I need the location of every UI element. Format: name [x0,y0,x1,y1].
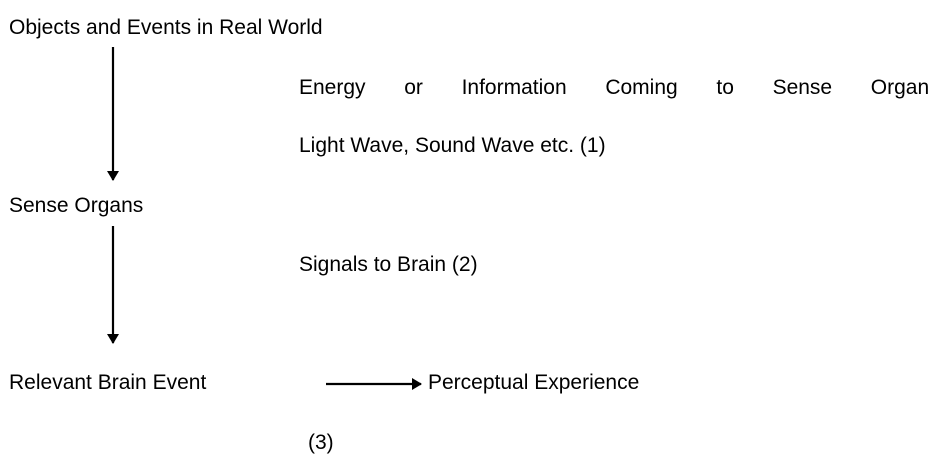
node-relevant-brain-event: Relevant Brain Event [9,371,207,394]
edge-label-energy-line1: Energy or Information Coming to Sense Or… [299,76,928,99]
node-sense-organs: Sense Organs [9,194,144,217]
edge-label-energy-line2: Light Wave, Sound Wave etc. (1) [299,134,606,157]
edge-label-three: (3) [308,431,334,454]
node-objects-and-events: Objects and Events in Real World [9,16,323,39]
edge-label-signals: Signals to Brain (2) [299,253,478,276]
node-perceptual-experience: Perceptual Experience [428,371,640,394]
